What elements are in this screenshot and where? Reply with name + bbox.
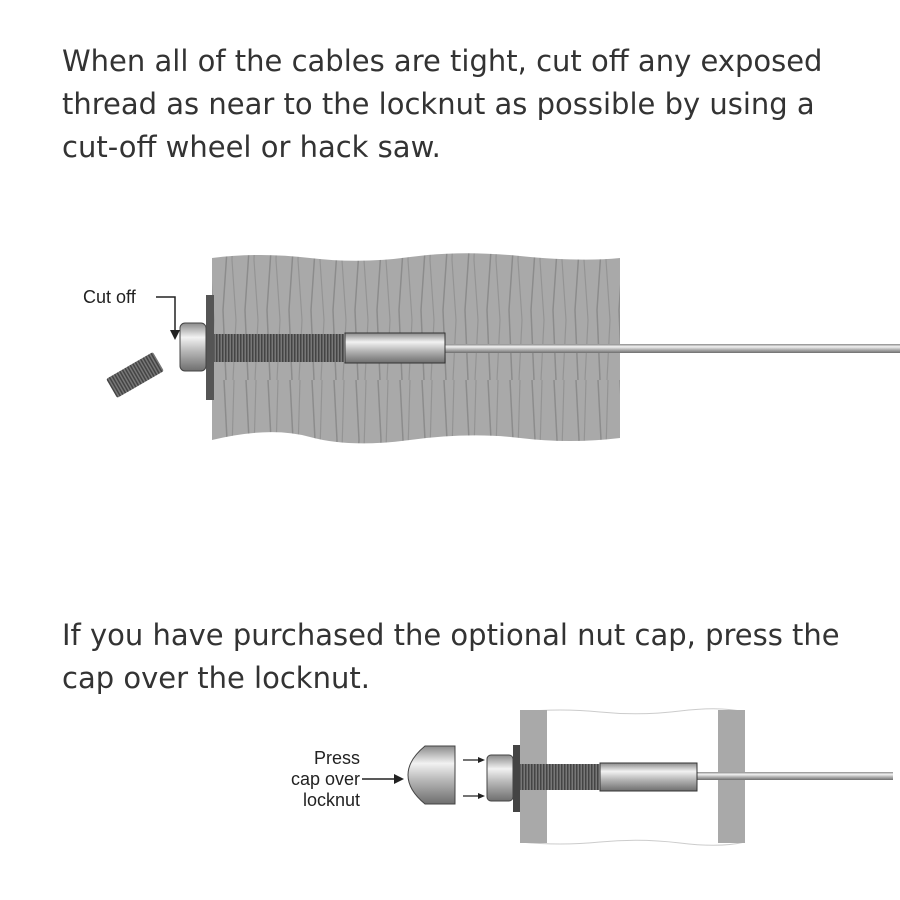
swage-sleeve	[344, 332, 446, 364]
threaded-rod	[214, 334, 345, 362]
washer	[513, 745, 520, 812]
press-arrows	[463, 759, 480, 797]
swage-sleeve	[599, 762, 698, 792]
nut-cap	[407, 745, 456, 805]
step1-instructions: When all of the cables are tight, cut of…	[62, 40, 822, 169]
locknut	[486, 754, 514, 802]
locknut	[179, 322, 207, 372]
step1-line: cut-off wheel or hack saw.	[62, 130, 441, 164]
threaded-rod	[520, 764, 600, 790]
cable	[697, 772, 893, 780]
step2-line: cap over the locknut.	[62, 661, 370, 695]
press-label: locknut	[303, 790, 360, 810]
cut-thread-piece	[106, 352, 164, 398]
step1-line: thread as near to the locknut as possibl…	[62, 87, 815, 121]
cable	[445, 344, 900, 353]
washer	[206, 295, 214, 400]
step1-line: When all of the cables are tight, cut of…	[62, 44, 823, 78]
press-label: Press	[314, 748, 360, 768]
step2-line: If you have purchased the optional nut c…	[62, 618, 840, 652]
press-label: cap over	[291, 769, 360, 789]
cut-off-arrow	[156, 296, 176, 333]
step2-instructions: If you have purchased the optional nut c…	[62, 614, 840, 700]
cut-off-label: Cut off	[83, 287, 137, 307]
